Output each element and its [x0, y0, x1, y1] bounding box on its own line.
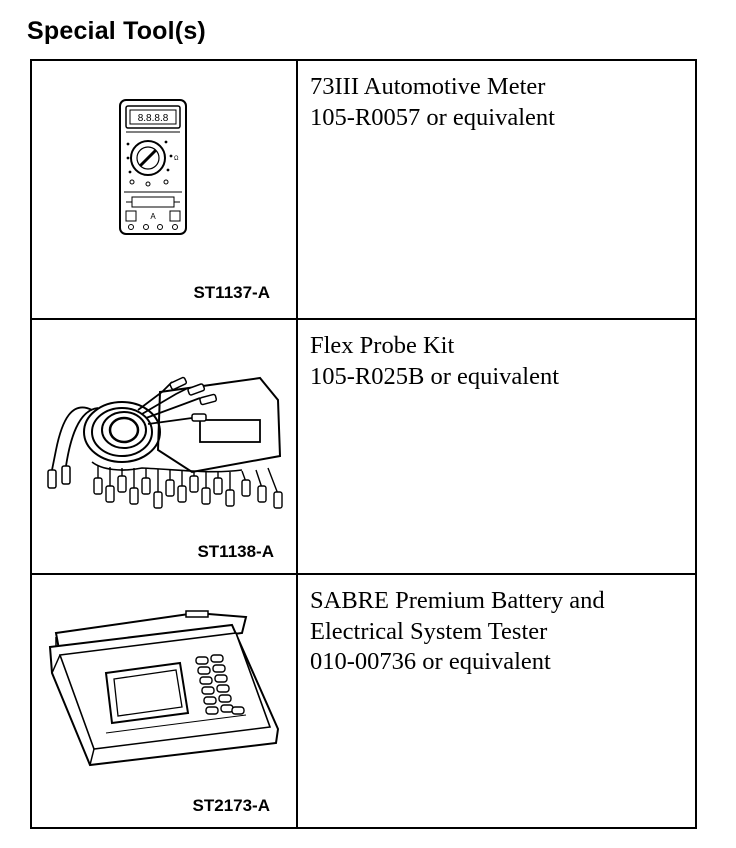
tool-description-cell: 73III Automotive Meter 105-R0057 or equi…: [296, 59, 697, 320]
table-row: 8.8.8.8 Ω: [30, 59, 697, 320]
special-tools-table: 8.8.8.8 Ω: [30, 59, 697, 829]
probe-kit-icon: [47, 376, 283, 509]
tool-part-number: 105-R025B or equivalent: [310, 362, 560, 390]
tool-description-cell: Flex Probe Kit 105-R025B or equivalent: [296, 318, 697, 575]
svg-text:A: A: [150, 212, 156, 221]
tool-name-continued: Electrical System Tester: [310, 617, 548, 645]
tool-name: 73III Automotive Meter: [310, 73, 546, 100]
tool-image-cell: 8.8.8.8 Ω: [30, 59, 298, 320]
tool-description-cell: SABRE Premium Battery and Electrical Sys…: [296, 573, 697, 829]
tool-image-cell: ST2173-A: [30, 573, 298, 829]
tool-code: ST1138-A: [197, 542, 274, 561]
svg-text:Ω: Ω: [174, 156, 179, 162]
tool-image-cell: ST1138-A: [30, 318, 298, 575]
tool-part-number: 010-00736 or equivalent: [310, 648, 551, 675]
table-row: ST1138-A Flex Probe Kit 105-R025B or equ…: [30, 318, 697, 575]
tool-part-number: 105-R0057 or equivalent: [310, 103, 555, 131]
tool-code: ST1137-A: [193, 283, 270, 302]
page-title: Special Tool(s): [27, 17, 206, 45]
battery-tester-icon: [48, 610, 280, 767]
table-row: ST2173-A SABRE Premium Battery and Elect…: [30, 573, 697, 829]
tool-name: SABRE Premium Battery and: [310, 587, 605, 614]
svg-text:8.8.8.8: 8.8.8.8: [138, 113, 169, 124]
multimeter-icon: 8.8.8.8 Ω: [119, 99, 187, 235]
tool-name: Flex Probe Kit: [310, 332, 455, 359]
tool-code: ST2173-A: [192, 796, 270, 815]
